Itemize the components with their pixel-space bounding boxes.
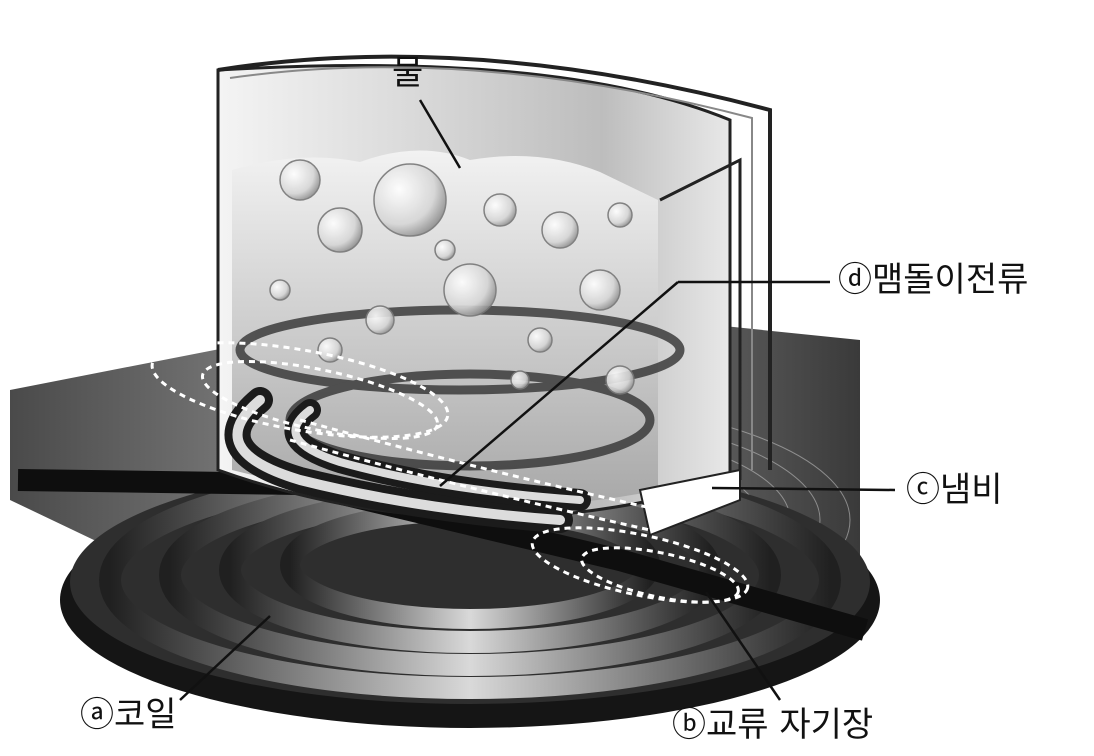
leader-pot — [711, 486, 896, 492]
field-loops — [150, 341, 750, 604]
leader-lines — [179, 99, 896, 701]
leader-field — [704, 591, 782, 701]
coil-arcs — [224, 387, 591, 533]
leader-eddy-diag — [439, 281, 679, 487]
leader-water — [418, 99, 462, 169]
ac-magnetic-field-label: ⓑ교류 자기장 — [672, 705, 874, 745]
eddy-current-label: ⓓ맴돌이전류 — [838, 260, 1029, 300]
pot-label: ⓒ냄비 — [906, 470, 1003, 510]
bubbles — [269, 159, 635, 395]
coil-label: ⓐ코일 — [80, 695, 177, 735]
leader-coil — [179, 615, 271, 701]
water-label: 물 — [392, 53, 424, 93]
